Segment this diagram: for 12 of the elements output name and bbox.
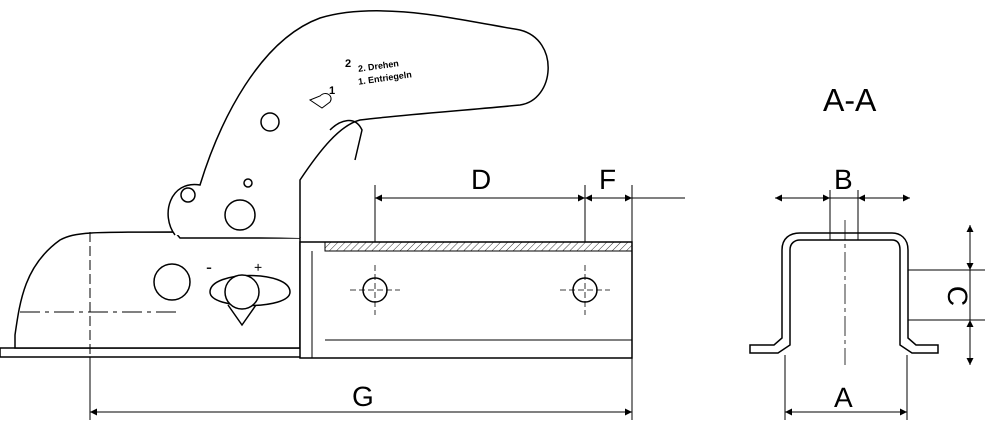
section-title: A-A (823, 84, 876, 116)
dimension-label: A (834, 384, 853, 412)
step-number: 1 (329, 84, 336, 99)
dimension-label: B (834, 166, 853, 194)
dimension-label: G (352, 383, 374, 411)
dimension-label: C (943, 286, 972, 306)
wear-indicator-mark: - (206, 258, 212, 276)
step-number: 2 (345, 57, 352, 72)
dimension-label: F (599, 166, 616, 194)
dimension-label: D (471, 166, 492, 194)
instruction-text: 2. Drehen (357, 57, 400, 74)
wear-indicator-mark: + (254, 260, 262, 274)
